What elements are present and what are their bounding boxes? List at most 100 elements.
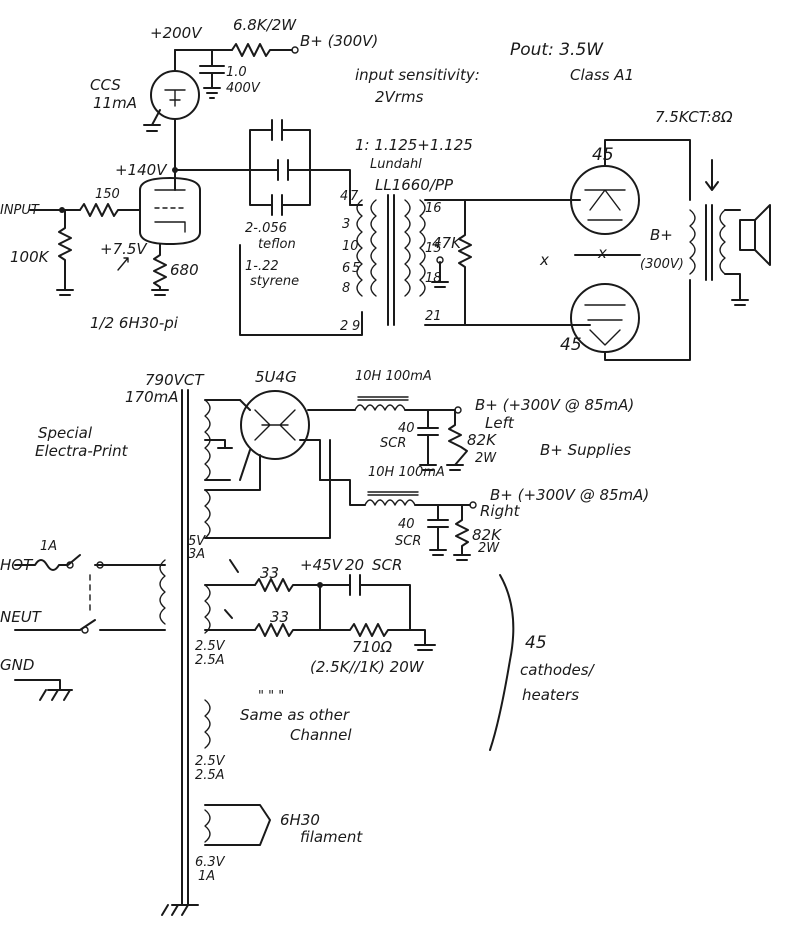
input-sensitivity-value: 2Vrms [375, 88, 424, 106]
cap-1uf-voltage-label: 400V [226, 81, 261, 96]
pin-2: 2 [340, 319, 348, 334]
pin-10: 10 [342, 239, 359, 254]
labels-top: +200V 6.8K/2W B+ (300V) 1.0 400V CCS 11m… [0, 16, 733, 355]
bleeder-left-w-label: 2W [475, 451, 497, 466]
heater-cap-scr-label: SCR [372, 556, 402, 574]
driver-stage [29, 43, 771, 361]
styrene-label: styrene [250, 274, 299, 289]
output-tube-top-label: 45 [592, 145, 614, 165]
rectifier-label: 5U4G [255, 368, 297, 386]
cathode-voltage-label: +7.5V [100, 240, 148, 258]
hum-res-bottom-label: 33 [270, 608, 289, 626]
output-transformer [689, 159, 771, 306]
power-current-label: 170mA [125, 388, 179, 406]
same-as-label: Same as other [240, 706, 350, 724]
filament-a-label: 1A [198, 869, 215, 884]
cathodes-heaters-1: 45 [525, 633, 547, 653]
heater2-a-label: 2.5A [195, 768, 225, 783]
interstage-transformer [239, 194, 449, 336]
grid-stopper-label: 150 [95, 187, 120, 202]
same-marks: " " " [258, 689, 284, 704]
labels-supply: 790VCT 170mA Special Electra-Print 5U4G … [0, 368, 649, 884]
heater-cap-label: 20 [345, 556, 364, 574]
pin-8: 8 [342, 281, 350, 296]
input-resistor-label: 100K [10, 248, 50, 266]
teflon-cap-label: 2-.056 [245, 221, 287, 236]
pin-9: 9 [352, 319, 360, 334]
ccs-current-label: 11mA [93, 94, 137, 112]
mark-x-right: x [597, 244, 607, 262]
mark-x-left: x [539, 251, 549, 269]
bplus-300-label: B+ (300V) [300, 32, 378, 50]
driver-tube-label: 1/2 6H30-pi [90, 314, 179, 332]
pin-15: 15 [425, 241, 442, 256]
cathodes-heaters-3: heaters [522, 686, 579, 704]
filament-label: filament [300, 828, 363, 846]
heater2-v-label: 2.5V [195, 754, 226, 769]
gnd-label: GND [0, 656, 34, 674]
pin-6: 6 [342, 261, 350, 276]
heater1-v-label: 2.5V [195, 639, 226, 654]
driver-tube [139, 177, 201, 245]
pin-3: 3 [342, 217, 350, 232]
channel-label: Channel [290, 726, 352, 744]
output-transformer-label: 7.5KCT:8Ω [655, 108, 733, 126]
class-label: Class A1 [570, 66, 634, 84]
ccs-label: CCS [90, 76, 121, 94]
pout-label: Pout: 3.5W [510, 40, 604, 60]
cathodes-heaters-2: cathodes/ [520, 661, 596, 679]
ratio-label: 1: 1.125+1.125 [355, 136, 473, 154]
bleeder-left-label: 82K [467, 431, 497, 449]
power-transformer-label: 790VCT [145, 371, 205, 389]
fuse-label: 1A [40, 539, 57, 554]
bplus-right-label: B+ (+300V @ 85mA) [490, 486, 649, 504]
pin-16: 16 [425, 201, 442, 216]
pin-7: 7 [350, 189, 359, 204]
rect-heater-v-label: 5V [188, 534, 206, 549]
bplus-supplies-label: B+ Supplies [540, 441, 631, 459]
input-sensitivity-label: input sensitivity: [355, 66, 480, 84]
output-tube-bottom-label: 45 [560, 335, 582, 355]
scr-right-label: SCR [395, 534, 421, 549]
left-label: Left [485, 414, 515, 432]
cap-right-label: 40 [398, 517, 415, 532]
grid-resistor-label: 47K [432, 234, 462, 252]
right-label: Right [480, 502, 521, 520]
dropping-resistor-label: 6.8K/2W [233, 16, 297, 34]
cap-left-label: 40 [398, 421, 415, 436]
heater-bias-label: +45V [300, 556, 344, 574]
output-tube-top [570, 165, 640, 235]
neut-label: NEUT [0, 608, 43, 626]
pin-5: 5 [352, 261, 360, 276]
cap-1uf-label: 1.0 [226, 65, 247, 80]
lundahl-label: Lundahl [370, 157, 422, 172]
pin-21: 21 [425, 309, 442, 324]
bleeder-right-w-label: 2W [478, 541, 500, 556]
transformer-model-label: LL1660/PP [375, 176, 454, 194]
bplus-center-voltage-label: (300V) [640, 257, 684, 272]
electra-print-label: Electra-Print [35, 442, 129, 460]
bleeder-right-label: 82K [472, 526, 502, 544]
teflon-label: teflon [258, 237, 296, 252]
heater1-a-label: 2.5A [195, 653, 225, 668]
rectifier-tube [240, 390, 310, 460]
hot-label: HOT [0, 556, 34, 574]
filament-v-label: 6.3V [195, 855, 226, 870]
heater-res-label: 710Ω [352, 638, 393, 656]
pin-18: 18 [425, 271, 442, 286]
bplus-left-label: B+ (+300V @ 85mA) [475, 396, 634, 414]
heater-res-detail-label: (2.5K//1K) 20W [310, 658, 425, 676]
scr-left-label: SCR [380, 436, 406, 451]
special-label: Special [38, 424, 93, 442]
filament-tube-label: 6H30 [280, 811, 320, 829]
choke-right-label: 10H 100mA [368, 465, 445, 480]
plate-voltage-label: +140V [115, 161, 168, 179]
pin-4: 4 [340, 189, 348, 204]
input-label: INPUT [0, 203, 40, 218]
top-supply-label: +200V [150, 24, 203, 42]
power-supply [14, 389, 515, 916]
rect-heater-a-label: 3A [188, 547, 205, 562]
hum-res-top-label: 33 [260, 564, 279, 582]
cathode-resistor-label: 680 [170, 261, 199, 279]
